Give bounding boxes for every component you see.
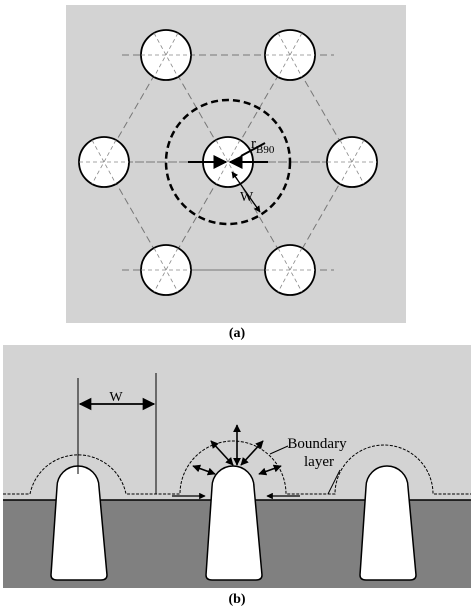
- radius-dimension: [188, 142, 268, 169]
- boundary-layer-leaders: [269, 445, 341, 495]
- cooling-hole: [50, 465, 108, 581]
- boundary-layer-label-line2: layer: [304, 454, 334, 470]
- radius-label: rB90: [251, 136, 275, 156]
- cooling-hole: [359, 465, 417, 581]
- panel-b: W Boundary layer (b): [3, 345, 471, 607]
- boundary-circle: [164, 98, 292, 226]
- cooling-holes: [50, 465, 417, 581]
- width-label-a: W: [240, 190, 254, 205]
- panel-b-caption: (b): [228, 592, 245, 607]
- panel-a: rB90 W (a): [66, 5, 406, 341]
- cooling-hole-center: [205, 465, 263, 581]
- boundary-layer-line: [3, 440, 471, 495]
- radial-flow-arrows: [192, 424, 282, 476]
- boundary-layer-label: Boundary: [287, 436, 347, 452]
- width-label-b: W: [109, 390, 123, 405]
- panel-a-caption: (a): [229, 326, 246, 341]
- hole-pattern: [78, 29, 378, 296]
- width-dimension-b: [77, 373, 157, 494]
- width-dimension-arrow: [231, 171, 261, 213]
- hole-spokes: [79, 32, 377, 293]
